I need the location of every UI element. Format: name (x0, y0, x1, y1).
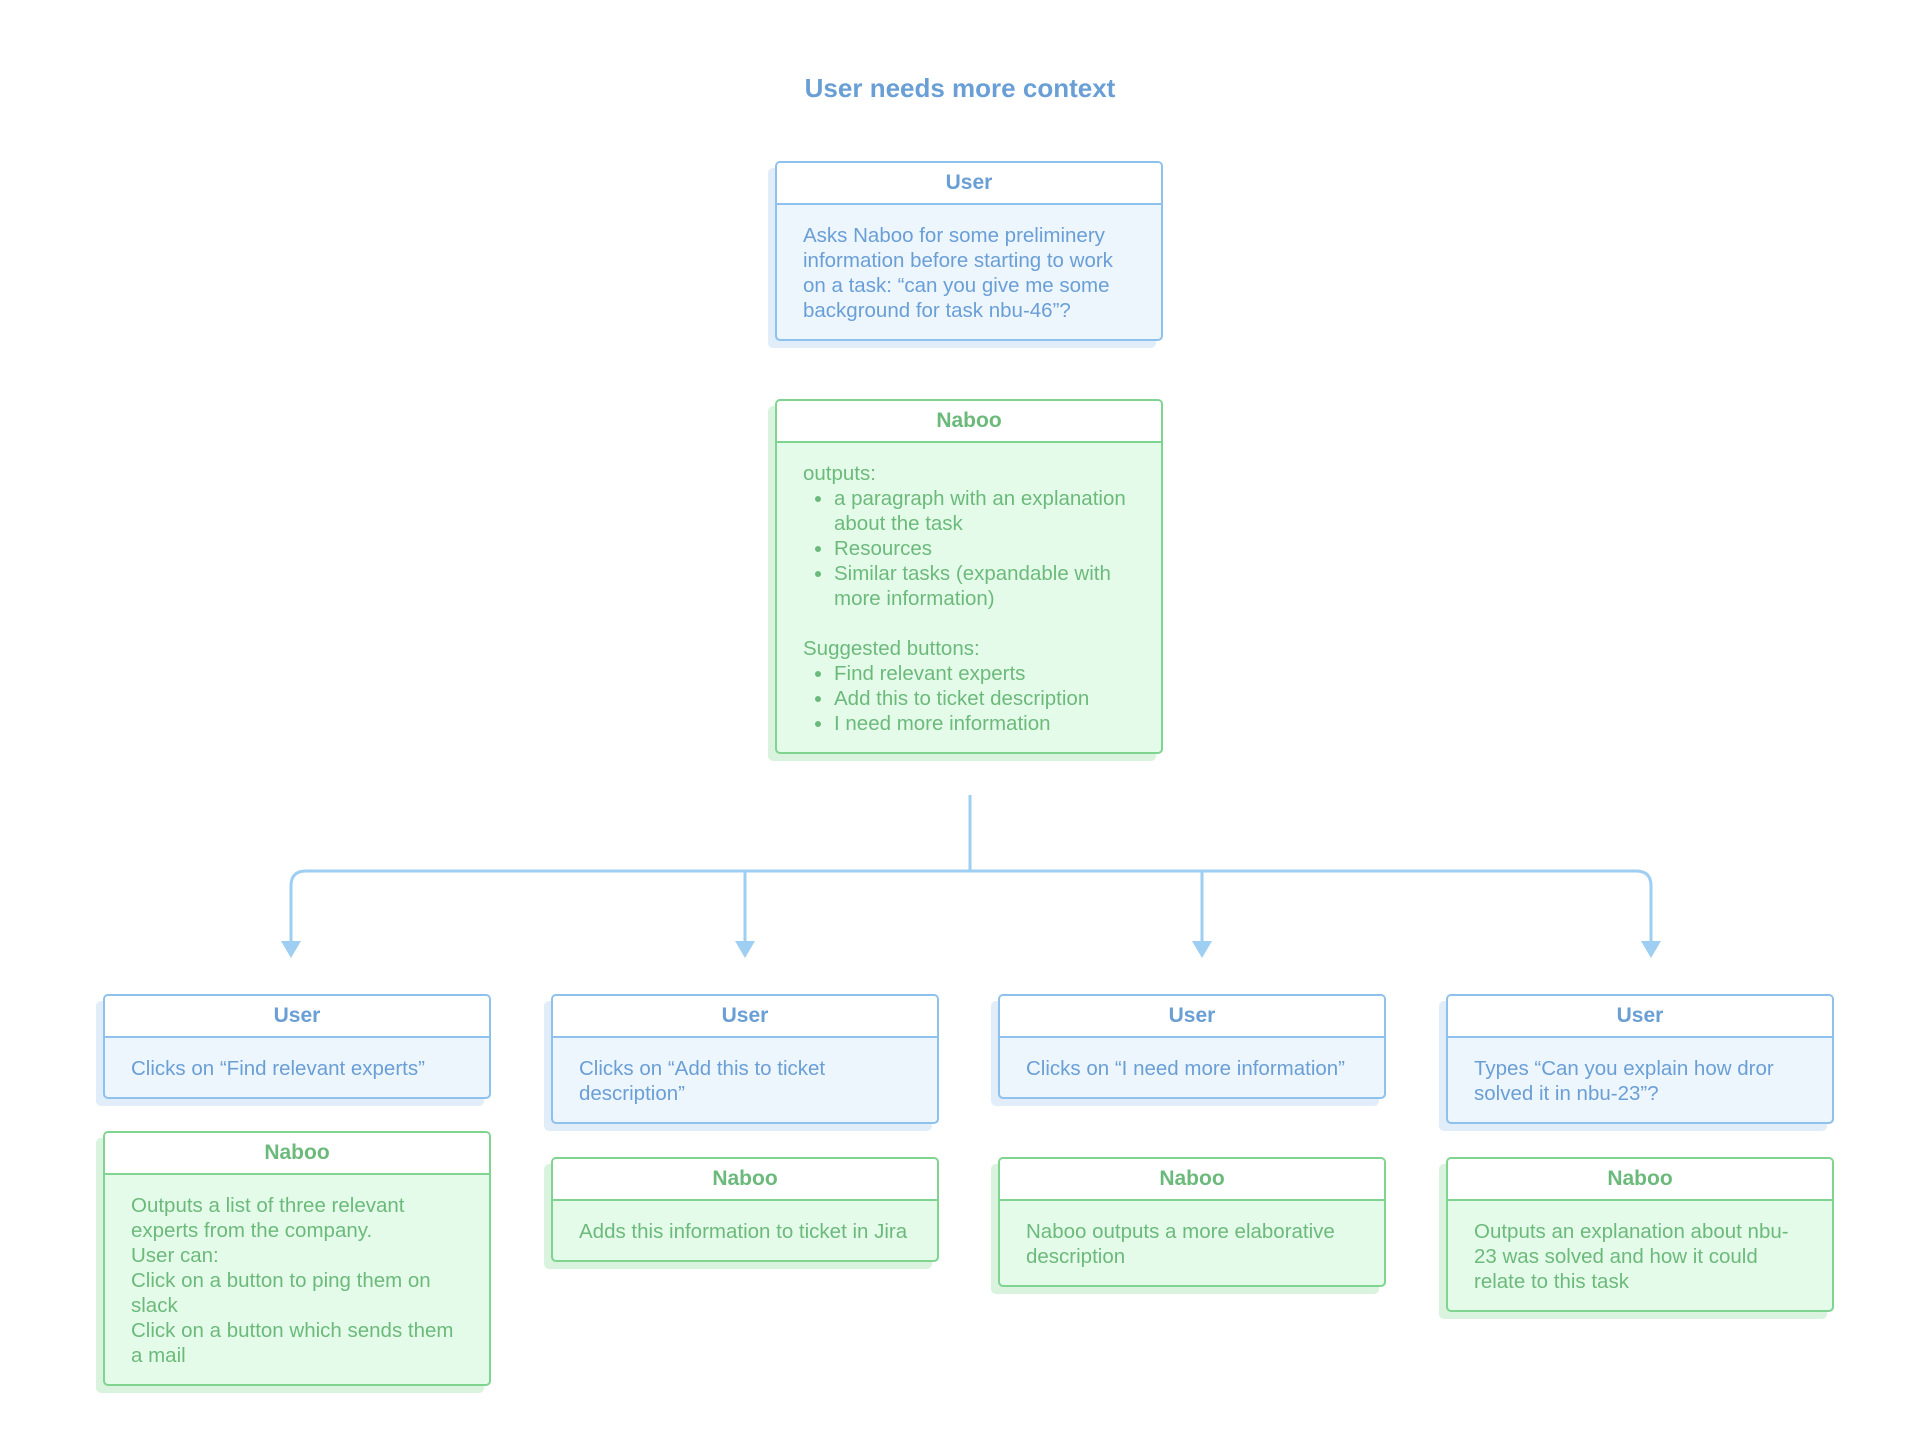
card-header: Naboo (1000, 1159, 1384, 1201)
card-header: Naboo (553, 1159, 937, 1201)
top-user-card: User Asks Naboo for some preliminery inf… (775, 161, 1163, 341)
top-naboo-card: Naboo outputs: a paragraph with an expla… (775, 399, 1163, 754)
card-text: Asks Naboo for some preliminery informat… (803, 224, 1113, 322)
list-item: Similar tasks (expandable with more info… (834, 561, 1135, 611)
card-header: User (1448, 996, 1832, 1038)
card-header: Naboo (777, 401, 1161, 443)
arrowhead-4 (1641, 941, 1661, 958)
card-text: Clicks on “I need more information” (1026, 1057, 1346, 1080)
card-line: User can: (131, 1244, 219, 1267)
arrowhead-1 (281, 941, 301, 958)
card-header: User (553, 996, 937, 1038)
card-line: Click on a button which sends them a mai… (131, 1319, 454, 1367)
buttons-list: Find relevant experts Add this to ticket… (803, 661, 1135, 736)
branch-2-user-card: User Clicks on “Add this to ticket descr… (551, 994, 939, 1124)
buttons-label: Suggested buttons: (803, 637, 980, 660)
branch-4-naboo-card: Naboo Outputs an explanation about nbu-2… (1446, 1157, 1834, 1312)
branch-2-naboo-card: Naboo Adds this information to ticket in… (551, 1157, 939, 1262)
card-text: Clicks on “Find relevant experts” (131, 1057, 425, 1080)
connector-horizontal (289, 869, 1653, 953)
card-line: Outputs an explanation about nbu-23 was … (1474, 1220, 1789, 1293)
branch-3-user-card: User Clicks on “I need more information” (998, 994, 1386, 1099)
card-header: User (777, 163, 1161, 205)
branch-1-user-card: User Clicks on “Find relevant experts” (103, 994, 491, 1099)
diagram-title: User needs more context (804, 73, 1116, 103)
list-item: Add this to ticket description (834, 686, 1135, 711)
list-item: I need more information (834, 711, 1135, 736)
card-header: User (1000, 996, 1384, 1038)
branch-3-naboo-card: Naboo Naboo outputs a more elaborative d… (998, 1157, 1386, 1287)
card-line: Adds this information to ticket in Jira (579, 1220, 908, 1243)
card-header: User (105, 996, 489, 1038)
card-line: Outputs a list of three relevant experts… (131, 1194, 405, 1242)
card-line: Naboo outputs a more elaborative descrip… (1026, 1220, 1335, 1268)
outputs-list: a paragraph with an explanation about th… (803, 486, 1135, 611)
list-item: a paragraph with an explanation about th… (834, 486, 1135, 536)
card-line: Click on a button to ping them on slack (131, 1269, 431, 1317)
card-header: Naboo (105, 1133, 489, 1175)
arrowhead-2 (735, 941, 755, 958)
card-text: Types “Can you explain how dror solved i… (1474, 1057, 1774, 1105)
outputs-label: outputs: (803, 462, 876, 485)
branch-4-user-card: User Types “Can you explain how dror sol… (1446, 994, 1834, 1124)
card-header: Naboo (1448, 1159, 1832, 1201)
branch-1-naboo-card: Naboo Outputs a list of three relevant e… (103, 1131, 491, 1386)
card-text: Clicks on “Add this to ticket descriptio… (579, 1057, 826, 1105)
arrowhead-3 (1192, 941, 1212, 958)
list-item: Resources (834, 536, 1135, 561)
list-item: Find relevant experts (834, 661, 1135, 686)
